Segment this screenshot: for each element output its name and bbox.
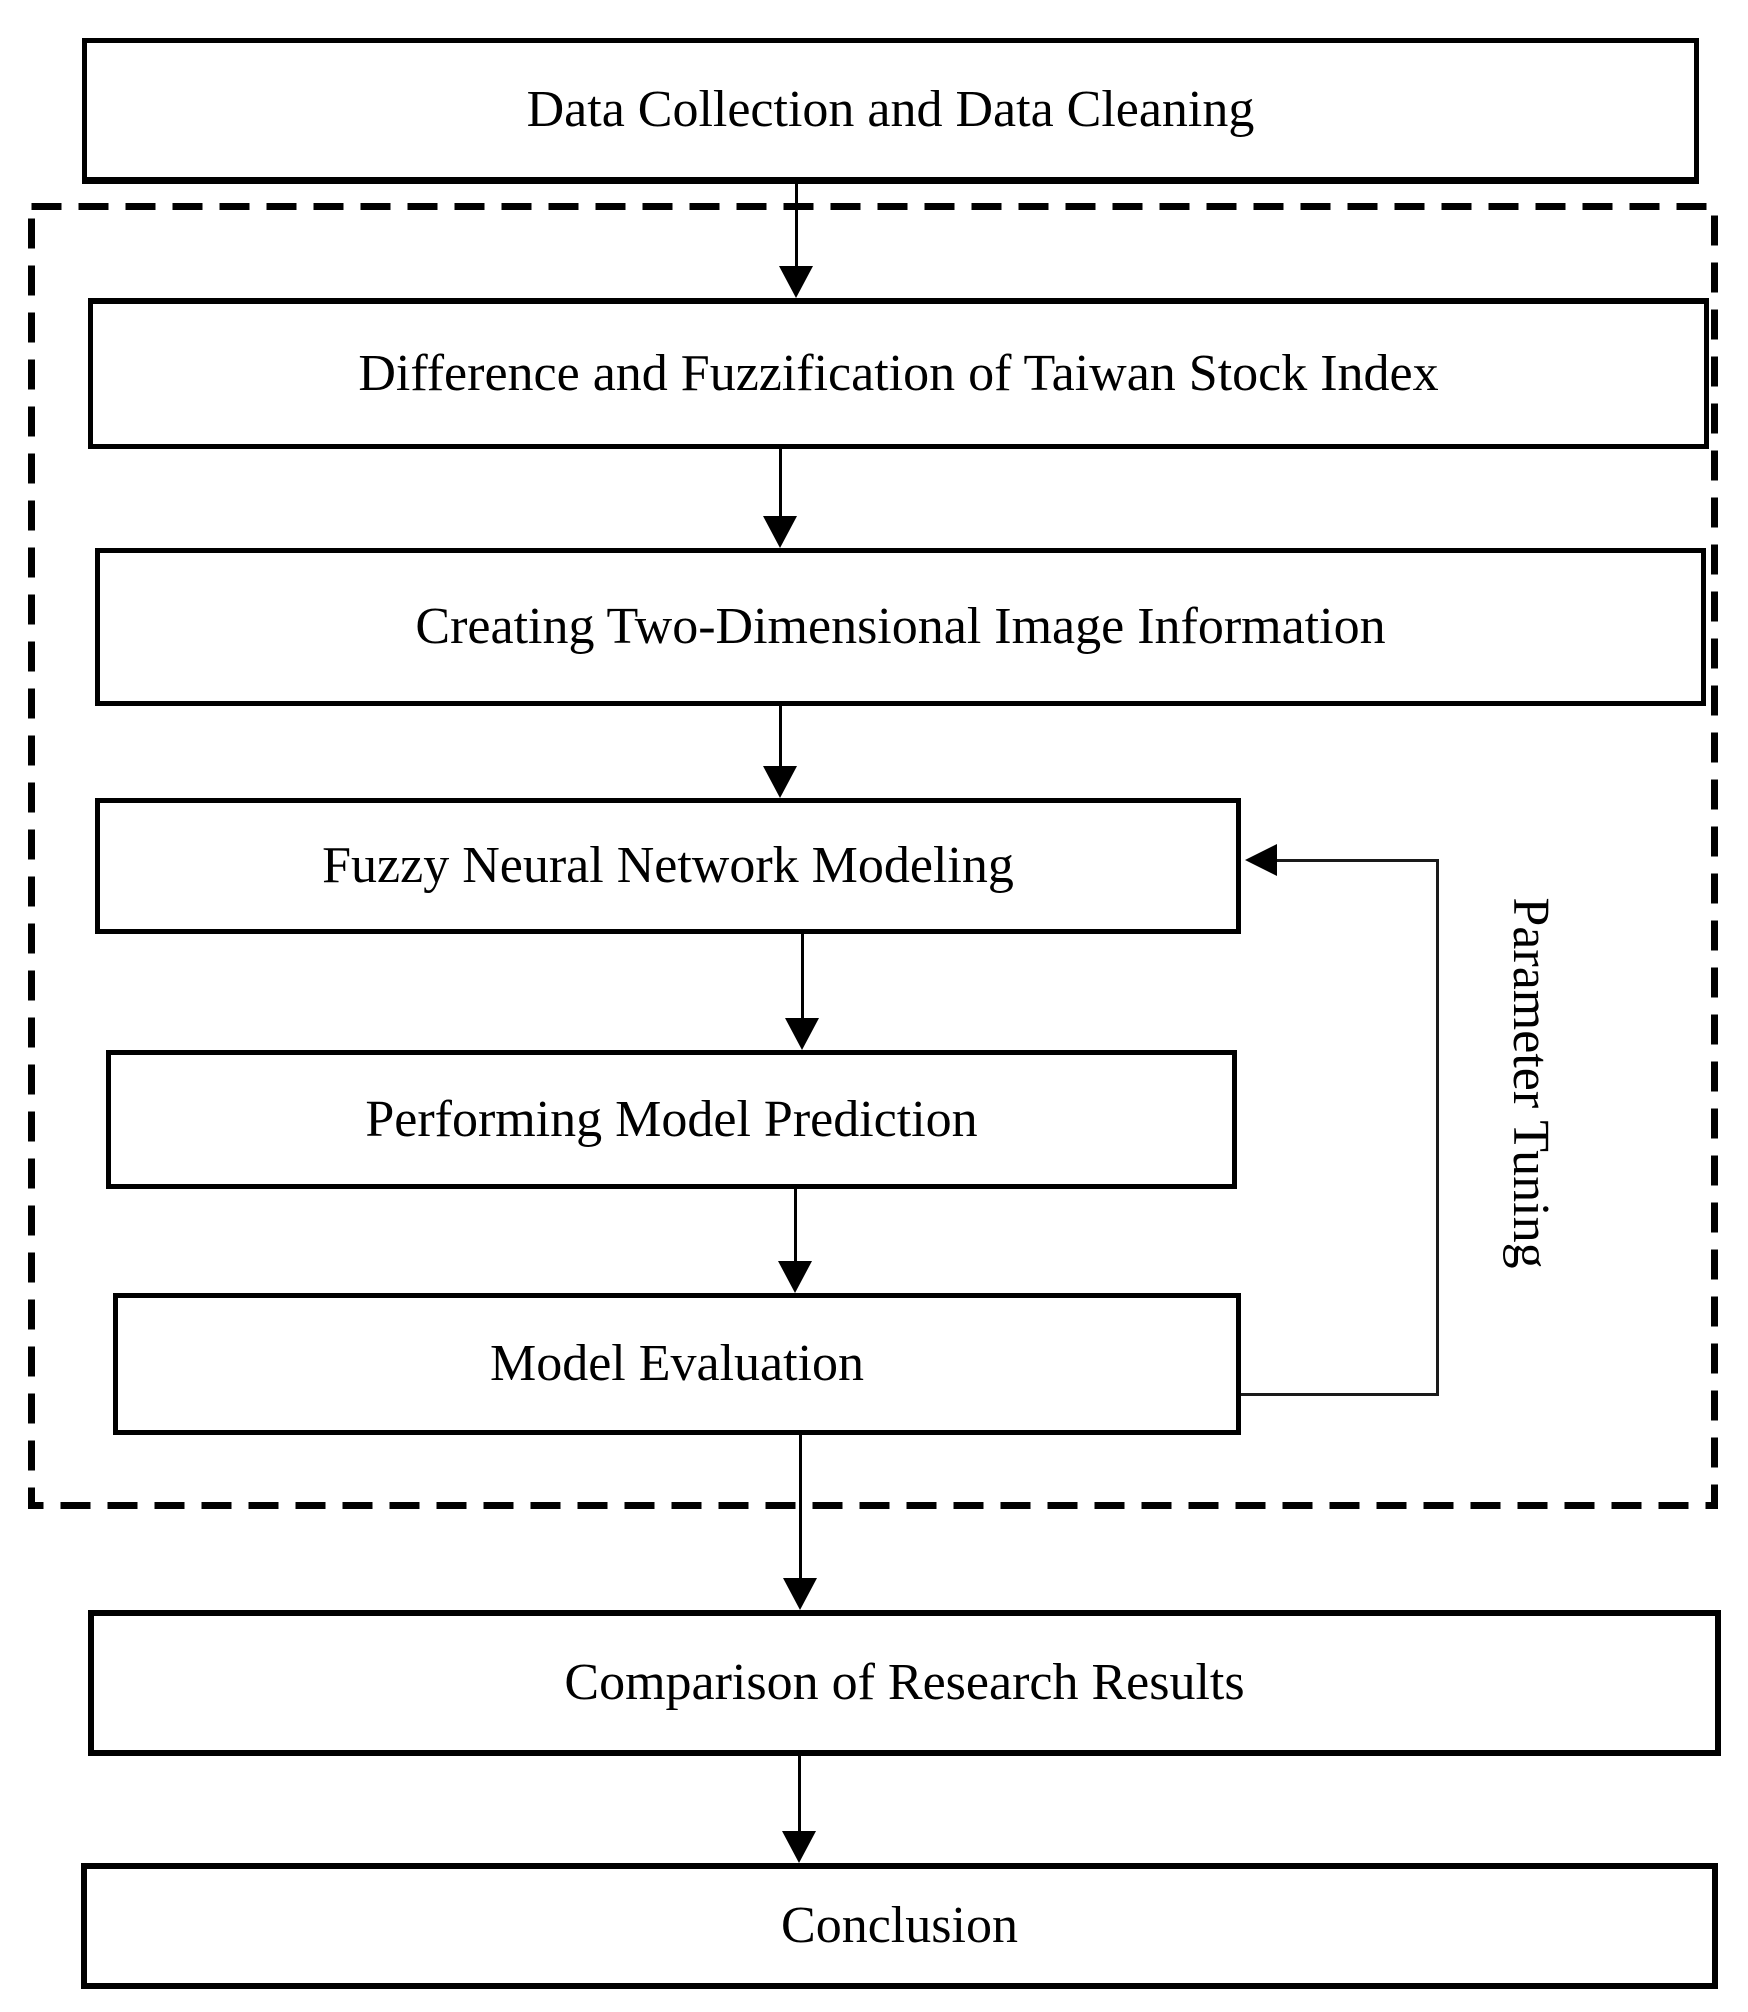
flow-box-comparison: Comparison of Research Results (88, 1610, 1721, 1756)
arrow-data-collection-to-difference (779, 183, 813, 298)
arrow-difference-to-image-information (763, 448, 797, 548)
flow-box-model-evaluation: Model Evaluation (113, 1293, 1241, 1435)
feedback-loop-bottom-segment (1241, 1393, 1439, 1396)
flow-box-fuzzy-neural-network: Fuzzy Neural Network Modeling (95, 798, 1241, 934)
flow-box-label: Model Evaluation (489, 1335, 865, 1393)
flow-box-label: Conclusion (781, 1897, 1018, 1955)
flow-box-label: Data Collection and Data Cleaning (526, 81, 1255, 139)
feedback-loop-vertical-segment (1436, 859, 1439, 1396)
flow-box-label: Comparison of Research Results (564, 1654, 1245, 1712)
flow-box-conclusion: Conclusion (81, 1863, 1718, 1989)
arrow-fuzzy-modeling-to-prediction (785, 933, 819, 1050)
flow-box-difference-fuzzification: Difference and Fuzzification of Taiwan S… (88, 298, 1709, 449)
dashed-stage-boundary (28, 203, 1718, 1509)
flow-box-model-prediction: Performing Model Prediction (106, 1050, 1237, 1189)
flow-box-two-dimensional-image: Creating Two-Dimensional Image Informati… (95, 548, 1706, 706)
flow-box-label: Performing Model Prediction (365, 1090, 978, 1148)
flow-box-label: Difference and Fuzzification of Taiwan S… (358, 345, 1439, 403)
arrow-evaluation-to-comparison (783, 1434, 817, 1610)
flow-box-label: Creating Two-Dimensional Image Informati… (415, 598, 1386, 656)
feedback-loop-arrowhead-icon (1245, 844, 1277, 876)
flow-box-data-collection: Data Collection and Data Cleaning (82, 38, 1699, 184)
feedback-loop-top-segment (1272, 859, 1439, 862)
arrow-image-information-to-fuzzy-modeling (763, 705, 797, 798)
arrow-comparison-to-conclusion (782, 1755, 816, 1863)
arrow-prediction-to-evaluation (778, 1188, 812, 1293)
flow-box-label: Fuzzy Neural Network Modeling (322, 837, 1014, 895)
parameter-tuning-label: Parameter Tuning (1502, 897, 1559, 1269)
